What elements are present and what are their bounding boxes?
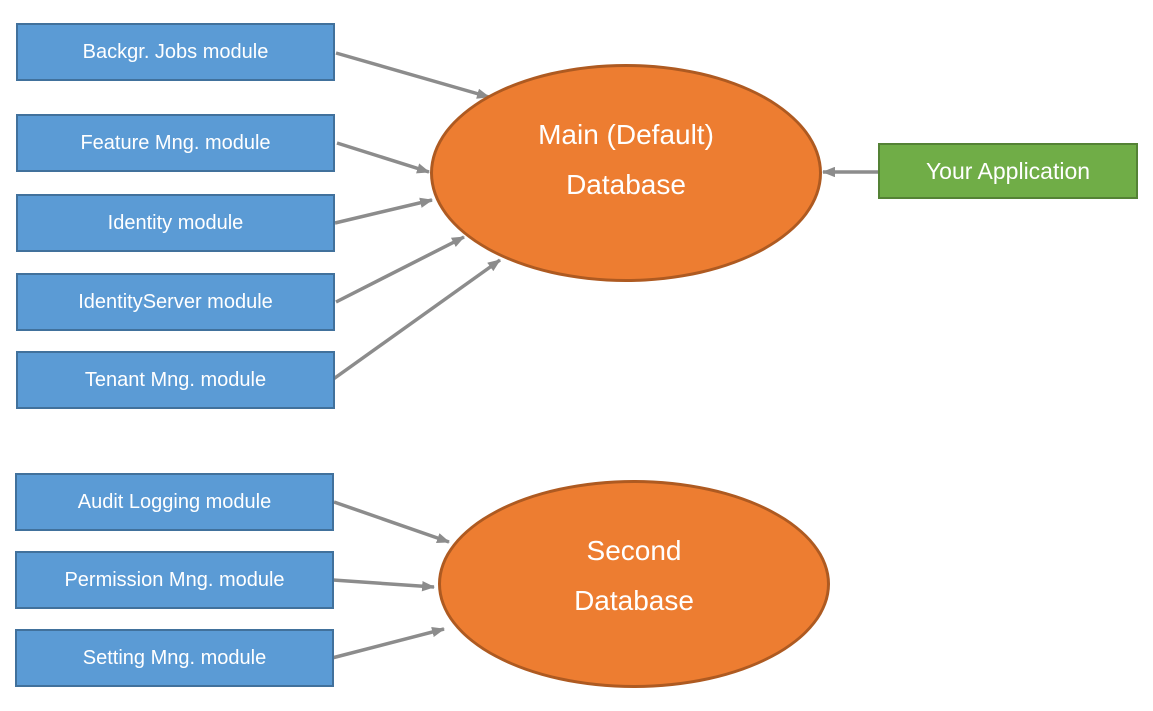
- arrow-identityserver-module-to-main-database: [335, 235, 465, 304]
- node-your-application: Your Application: [878, 143, 1138, 199]
- node-tenant-mng-module: Tenant Mng. module: [16, 351, 335, 409]
- arrow-identity-module-to-main-database: [334, 197, 434, 225]
- node-audit-logging-module: Audit Logging module: [15, 473, 334, 531]
- node-feature-mng-module: Feature Mng. module: [16, 114, 335, 172]
- node-main-database: Main (Default) Database: [430, 64, 822, 282]
- arrow-feature-mng-module-to-main-database: [336, 141, 430, 174]
- node-setting-mng-module: Setting Mng. module: [15, 629, 334, 687]
- node-backgr-jobs-module: Backgr. Jobs module: [16, 23, 335, 81]
- arrow-backgr-jobs-module-to-main-database: [335, 51, 490, 99]
- arrow-setting-mng-module-to-second-database: [331, 626, 446, 660]
- node-permission-mng-module: Permission Mng. module: [15, 551, 334, 609]
- arrow-permission-mng-module-to-second-database: [332, 578, 436, 592]
- node-identity-module: Identity module: [16, 194, 335, 252]
- arrow-tenant-mng-module-to-main-database: [330, 258, 502, 382]
- node-identityserver-module: IdentityServer module: [16, 273, 335, 331]
- arrow-audit-logging-module-to-second-database: [333, 500, 450, 544]
- node-second-database: Second Database: [438, 480, 830, 688]
